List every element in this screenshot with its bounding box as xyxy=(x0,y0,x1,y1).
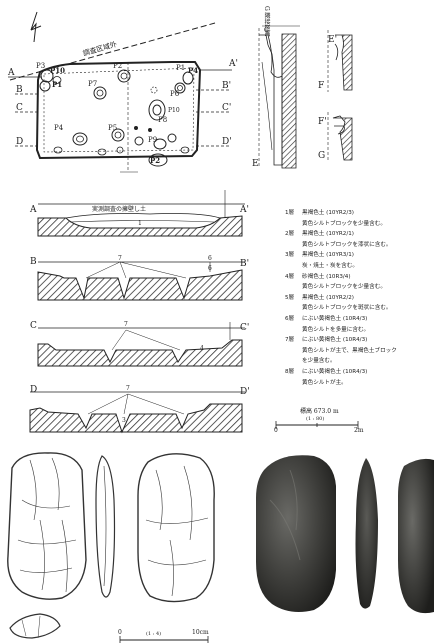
legend-text: 黒褐色土 (10YR2/1) xyxy=(302,231,354,238)
elevation-label: 標高 673.0 m xyxy=(300,408,339,415)
pit-label-p8: P8 xyxy=(158,116,168,124)
legend-text: 黒褐色土 (10YR3/1) xyxy=(302,252,354,259)
pit-label-p3-left: P3 xyxy=(36,62,46,70)
pit-label-p1: P1 xyxy=(176,64,186,72)
legend-no: 3層 xyxy=(285,252,295,259)
stone-tool-drawing-side xyxy=(95,455,116,598)
legend-no: 1層 xyxy=(285,210,295,216)
plan-view xyxy=(8,22,232,173)
legend-no: 5層 xyxy=(285,294,295,301)
section-d-layer-3: 3 xyxy=(122,417,126,424)
section-c-layer-4: 4 xyxy=(200,345,204,352)
side-label-g: G xyxy=(318,151,326,161)
section-c-label: C xyxy=(30,321,37,331)
legend-no: 7層 xyxy=(285,337,295,344)
legend-sub: 黄色シルトを多量に含む。 xyxy=(302,326,370,333)
legend-no: 4層 xyxy=(285,273,295,280)
side-label-g-prime: G' xyxy=(264,27,271,34)
section-c-prime-label: C' xyxy=(240,323,250,333)
section-d-label: D xyxy=(30,385,38,395)
pit-label-p9: P9 xyxy=(148,136,158,144)
artifact-scale-ratio: (1 : 4) xyxy=(146,631,162,637)
legend-sub: 黄色シルトが主で、黒褐色土ブロック xyxy=(302,347,397,354)
section-d-layer-7: 7 xyxy=(126,385,130,392)
pit-label-p1-left: P1 xyxy=(52,80,63,89)
north-arrow-icon xyxy=(30,11,42,43)
stone-photo-side xyxy=(355,458,378,609)
plan-label-d-prime: D' xyxy=(222,137,232,147)
section-b-layer-6: 6 xyxy=(208,255,212,262)
pit-label-p10: P10 xyxy=(50,66,66,75)
pit-label-p7: P7 xyxy=(88,80,98,88)
section-b-layer-6b: 6 xyxy=(208,265,212,272)
plan-label-d: D xyxy=(16,137,24,147)
stone-tool-drawing-section xyxy=(9,613,61,639)
legend-sub: 黄色シルトブロックを少量含む。 xyxy=(302,220,386,227)
section-aa xyxy=(37,190,245,237)
artifact-scale-bar xyxy=(119,636,209,643)
legend-text: 黒褐色土 (10YR2/2) xyxy=(302,294,354,301)
legend-sub: を少量含む。 xyxy=(302,358,336,365)
pit-label-p4: P4 xyxy=(54,124,64,132)
pit-label-p5: P5 xyxy=(108,124,118,132)
side-label-f: F xyxy=(318,81,325,91)
section-d-prime-label: D' xyxy=(240,387,250,397)
plan-label-a: A xyxy=(8,68,15,78)
pit-label-p2-lower: P2 xyxy=(150,156,161,165)
stone-photo-back xyxy=(398,458,434,614)
plan-label-b: B xyxy=(16,85,23,95)
section-a-layer-1: 1 xyxy=(138,220,142,227)
side-label-e: E xyxy=(252,159,259,169)
legend-no: 6層 xyxy=(285,315,295,322)
side-label-f-prime: F' xyxy=(318,117,327,127)
section-dd xyxy=(29,391,245,434)
side-label-e-prime: E' xyxy=(328,35,338,45)
legend-sub: 黄色シルトが主。 xyxy=(302,379,347,386)
artifact-scale-zero: 0 xyxy=(118,629,122,636)
side-sections xyxy=(258,25,353,169)
legend-no: 8層 xyxy=(285,368,295,375)
legend-text: にぶい黄褐色土 (10R4/3) xyxy=(302,315,368,322)
legend-text: にぶい黄褐色土 (10R4/3) xyxy=(302,337,368,344)
section-bb xyxy=(37,261,245,301)
elevation-scale-zero: 0 xyxy=(274,427,278,434)
legend-sub: 炭・焼土・炭を含む。 xyxy=(302,262,358,269)
legend-text: 砂褐色土 (10R3/4) xyxy=(302,273,351,280)
plan-label-c: C xyxy=(16,103,23,113)
stone-tool-drawing-back xyxy=(137,453,215,603)
plan-label-a-prime: A' xyxy=(229,59,238,69)
artifact-scale-end: 10cm xyxy=(192,629,209,636)
layer-legend: 1層黒褐色土 (10YR2/3) 黄色シルトブロックを少量含む。 2層黒褐色土 … xyxy=(285,208,433,388)
legend-no: 2層 xyxy=(285,231,295,238)
plan-label-c-prime: C' xyxy=(222,103,232,113)
stone-tool-drawing-front xyxy=(7,452,87,600)
elevation-scale-bar xyxy=(275,421,359,429)
plan-label-b-prime: B' xyxy=(222,81,232,91)
section-c-layer-7: 7 xyxy=(124,321,128,328)
pit-label-p10-extra: P10 xyxy=(168,107,180,114)
legend-sub: 黄色シルトブロックを少量含む。 xyxy=(302,284,386,291)
pit-label-p2: P2 xyxy=(113,62,123,70)
section-b-label: B xyxy=(30,257,37,267)
section-b-prime-label: B' xyxy=(240,259,250,269)
elevation-scale-ratio: (1 : 80) xyxy=(306,416,325,422)
elevation-scale-end: 2m xyxy=(354,427,364,434)
legend-sub: 黄色シルトブロックを斑状に含む。 xyxy=(302,305,392,312)
side-section-header: G 隣接区画 xyxy=(263,6,270,37)
legend-text: にぶい黄褐色土 (10R4/3) xyxy=(302,368,368,375)
pit-label-p6: P6 xyxy=(170,90,180,98)
section-b-layer-7: 7 xyxy=(118,255,122,262)
stone-photo-front xyxy=(256,455,336,612)
pit-label-p4-right: P4 xyxy=(188,66,199,75)
section-cc xyxy=(37,322,245,367)
section-a-label: A xyxy=(30,205,37,215)
section-a-header: 実測調査の擁壁し土 xyxy=(92,206,147,213)
legend-text: 黒褐色土 (10YR2/3) xyxy=(302,210,354,216)
section-a-prime-label: A' xyxy=(240,205,249,215)
legend-sub: 黄色シルトブロックを漆状に含む。 xyxy=(302,241,392,248)
